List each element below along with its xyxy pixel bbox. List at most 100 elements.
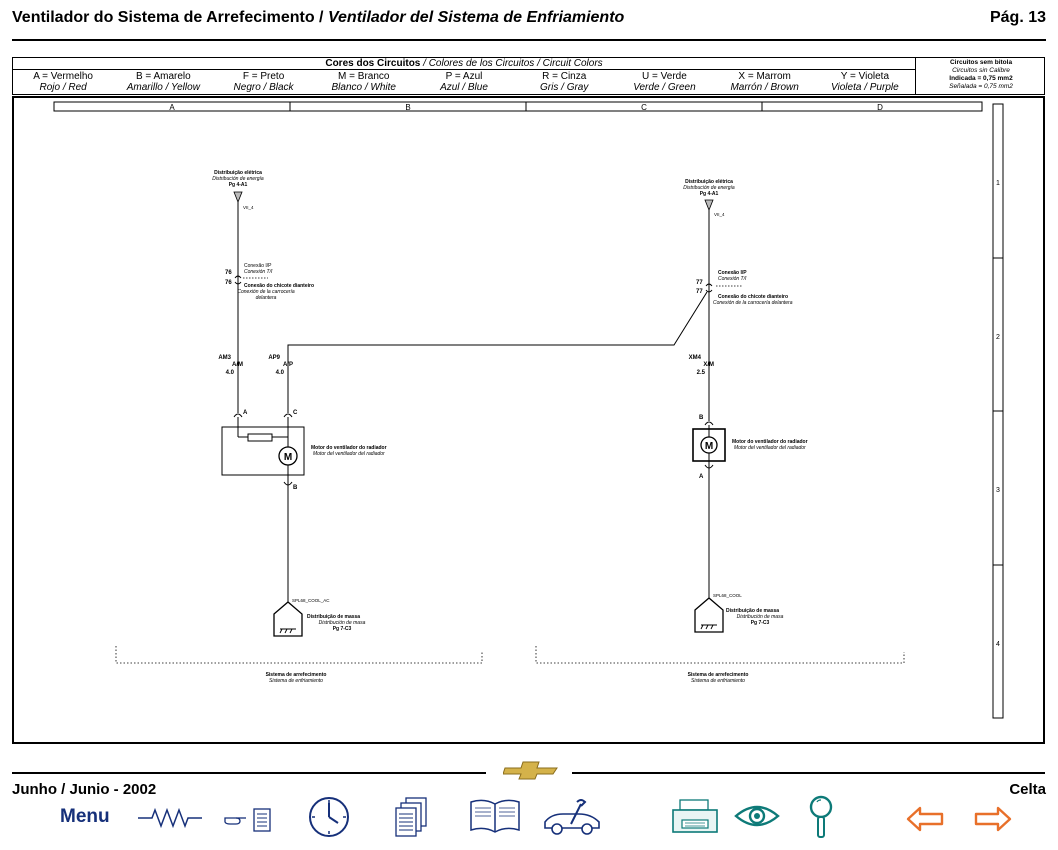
right-pin-ref: VII_4 [714, 212, 725, 217]
left-term-c-icon [283, 413, 293, 418]
left-ground-subtitle: Distribución de masa [319, 620, 366, 626]
row-strip [992, 103, 1004, 719]
left-term-a: A [243, 410, 248, 416]
right-conn-ip: Conexão I/P [718, 270, 747, 276]
left-ground-title: Distribuição de massa [307, 614, 360, 620]
row-label-1: 1 [996, 180, 1000, 187]
bowtie-logo-icon [503, 761, 558, 780]
right-power-arrow-icon [704, 199, 714, 212]
left-ground-page: Pg 7-C3 [333, 626, 352, 632]
colors-caption-bold: Cores dos Circuitos [325, 58, 421, 69]
no-gauge-line: Señalada = 0,75 mm2 [949, 83, 1013, 90]
left-inline-connector-icon [234, 275, 242, 285]
colors-caption: Cores dos Circuitos / Colores de los Cir… [13, 58, 915, 70]
column-label-b: B [405, 103, 410, 112]
column-label-d: D [877, 103, 883, 112]
right-term-b-icon [704, 421, 714, 426]
magnifier-icon[interactable] [806, 794, 836, 840]
footer-rule-left [12, 772, 486, 774]
no-gauge-note: Circuitos sem bitola Circuitos sin Calib… [915, 58, 1046, 95]
color-translation: Azul / Blue [440, 82, 488, 93]
right-motor-label: Motor do ventilador do radiador [732, 439, 808, 445]
right-ground-subtitle: Distribución de masa [737, 614, 784, 620]
page-number: Pág. 13 [989, 9, 1046, 26]
left-system-bracket [115, 646, 483, 664]
color-translation: Violeta / Purple [831, 82, 899, 93]
open-book-icon[interactable] [468, 798, 522, 834]
left-system-subtitle: Sistema de enfriamiento [269, 678, 323, 684]
right-ground-icon [694, 597, 724, 633]
left-chicote: Conexão do chicote dianteiro [244, 283, 314, 289]
left-splice: SPL68_COOL_AC [292, 598, 330, 603]
color-code: F = Preto [242, 71, 285, 82]
color-translation: Verde / Green [633, 82, 696, 93]
color-code: X = Marrom [738, 71, 791, 82]
documents-icon[interactable] [394, 796, 430, 840]
right-ground-symbol [700, 624, 717, 630]
right-inline-connector-icon [705, 283, 713, 293]
right-chicote: Conexão do chicote dianteiro [718, 294, 788, 300]
right-term-b: B [699, 415, 704, 421]
resistor-icon[interactable] [136, 806, 204, 830]
menu-link[interactable]: Menu [60, 806, 110, 827]
left-motor-box [221, 426, 305, 476]
right-chicote-es1: Conexión de la carrocería delantera [713, 300, 793, 306]
footer-model: Celta [1009, 781, 1046, 798]
arrow-right-icon[interactable] [974, 806, 1012, 832]
left-wire1-gauge: 4.0 [226, 370, 235, 376]
row-label-2: 2 [996, 334, 1000, 341]
left-resistor-icon [247, 433, 273, 442]
right-splice: SPL68_COOL [713, 593, 742, 598]
left-ap9-wire [287, 291, 708, 413]
right-dist-title: Distribuição elétrica [685, 179, 733, 185]
right-wire-color: X/M [703, 362, 714, 368]
color-code: U = Verde [642, 71, 687, 82]
left-wire1-id: AM3 [218, 355, 231, 361]
left-motor-label: Motor do ventilador do radiador [311, 445, 387, 451]
right-dist-page: Pg 4-A1 [700, 191, 719, 197]
car-wrench-icon[interactable] [541, 798, 603, 838]
no-gauge-line: Circuitos sin Calibre [952, 67, 1010, 74]
right-system-bracket [535, 646, 905, 664]
color-translation: Rojo / Red [39, 82, 87, 93]
left-pin-lower: 76 [225, 280, 232, 286]
title-es: Ventilador del Sistema de Enfriamiento [327, 9, 625, 26]
left-chicote-es1: Conexión de la carrocería [237, 289, 294, 295]
printer-icon[interactable] [670, 798, 720, 836]
clock-icon[interactable] [306, 795, 352, 839]
color-code: A = Vermelho [33, 71, 93, 82]
pointing-hand-document-icon[interactable] [222, 806, 274, 834]
left-term-a-icon [233, 413, 243, 418]
left-chicote-es2: delantera [256, 295, 277, 301]
left-wire2-gauge: 4.0 [276, 370, 285, 376]
row-label-4: 4 [996, 641, 1000, 648]
color-code: R = Cinza [542, 71, 587, 82]
left-pin-upper: 76 [225, 270, 232, 276]
color-translation: Amarillo / Yellow [126, 82, 200, 93]
arrow-left-icon[interactable] [906, 806, 944, 832]
footer-rule-right [572, 772, 1045, 774]
diagram-frame [12, 96, 1045, 744]
title-pt: Ventilador do Sistema de Arrefecimento / [12, 9, 328, 26]
left-wire2-id: AP9 [268, 355, 280, 361]
page-title: Ventilador do Sistema de Arrefecimento /… [12, 9, 624, 27]
left-motor-letter: M [284, 452, 292, 463]
right-pin-upper: 77 [696, 280, 703, 286]
eye-icon[interactable] [734, 802, 780, 830]
header-rule [12, 39, 1046, 41]
right-wire-gauge: 2.5 [697, 370, 706, 376]
colors-caption-rest: / Colores de los Circuitos / Circuit Col… [420, 58, 603, 69]
left-dist-page: Pg 4-A1 [229, 182, 248, 188]
color-code: M = Branco [338, 71, 390, 82]
circuit-colors-legend: Cores dos Circuitos / Colores de los Cir… [12, 57, 1045, 95]
column-strip [53, 101, 983, 112]
right-motor-label-es: Motor del ventilador del radiador [734, 445, 806, 451]
right-dist-subtitle: Distribución de energía [683, 185, 735, 191]
